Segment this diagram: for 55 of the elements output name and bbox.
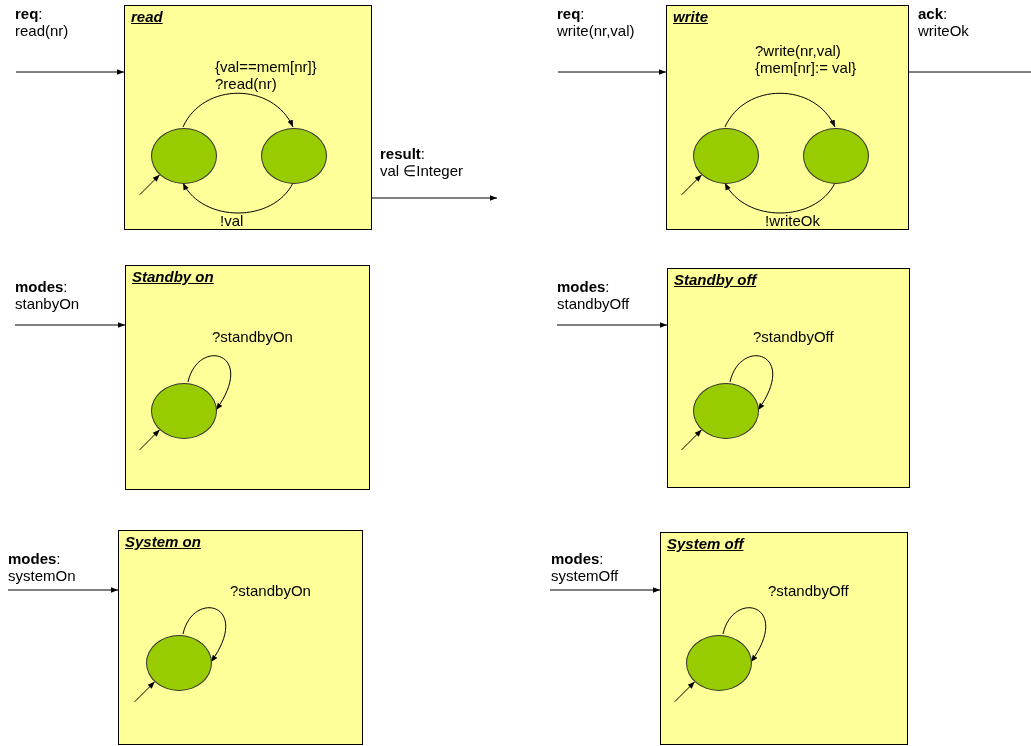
state-circle <box>693 128 759 184</box>
edge-label: modes: stanbyOn <box>15 278 80 312</box>
edge-label: !val <box>220 212 244 229</box>
input-arrow <box>7 587 119 593</box>
state-machine-box <box>660 532 908 745</box>
edge-label: req: read(nr) <box>15 5 69 39</box>
edge-label: ?standbyOff <box>753 328 834 345</box>
self-loop-arrow <box>182 607 227 663</box>
transition-arrow <box>724 92 836 128</box>
state-circle <box>151 128 217 184</box>
self-loop-arrow <box>722 607 767 663</box>
transition-arrow <box>724 182 836 214</box>
state-circle <box>151 383 217 439</box>
state-circle <box>146 635 212 691</box>
initial-arrow <box>674 681 696 703</box>
transition-arrow <box>182 92 294 128</box>
box-title: Standby on <box>132 268 214 285</box>
box-title: System off <box>667 535 744 552</box>
initial-arrow <box>139 174 161 196</box>
box-title: write <box>673 8 708 25</box>
edge-label: ?standbyOff <box>768 582 849 599</box>
edge-label: req: write(nr,val) <box>557 5 635 39</box>
initial-arrow <box>681 174 703 196</box>
edge-label: ?standbyOn <box>230 582 311 599</box>
output-arrow <box>371 195 498 201</box>
input-arrow <box>549 587 661 593</box>
edge-label: modes: standbyOff <box>557 278 630 312</box>
state-machine-box <box>118 530 363 745</box>
box-title: Standby off <box>674 271 757 288</box>
self-loop-arrow <box>729 355 774 411</box>
input-arrow <box>556 322 668 328</box>
state-circle <box>693 383 759 439</box>
edge-label: result: val ∈Integer <box>380 145 464 179</box>
edge-label: modes: systemOff <box>551 550 619 584</box>
input-arrow <box>15 69 125 75</box>
state-circle <box>686 635 752 691</box>
box-title: read <box>131 8 163 25</box>
edge-label: !writeOk <box>765 212 820 229</box>
initial-arrow <box>681 429 703 451</box>
state-machine-box <box>124 5 372 230</box>
edge-label: ack: writeOk <box>918 5 969 39</box>
self-loop-arrow <box>187 355 232 411</box>
edge-label: ?standbyOn <box>212 328 293 345</box>
edge-label: modes: systemOn <box>8 550 76 584</box>
state-machine-box <box>125 265 370 490</box>
box-title: System on <box>125 533 201 550</box>
input-arrow <box>14 322 126 328</box>
transition-arrow <box>182 182 294 214</box>
initial-arrow <box>134 681 156 703</box>
input-arrow <box>557 69 667 75</box>
edge-label: ?write(nr,val) {mem[nr]:= val} <box>755 42 858 76</box>
state-machine-box <box>666 5 909 230</box>
state-machine-box <box>667 268 910 488</box>
edge-label: {val==mem[nr]} ?read(nr) <box>215 58 318 92</box>
initial-arrow <box>139 429 161 451</box>
